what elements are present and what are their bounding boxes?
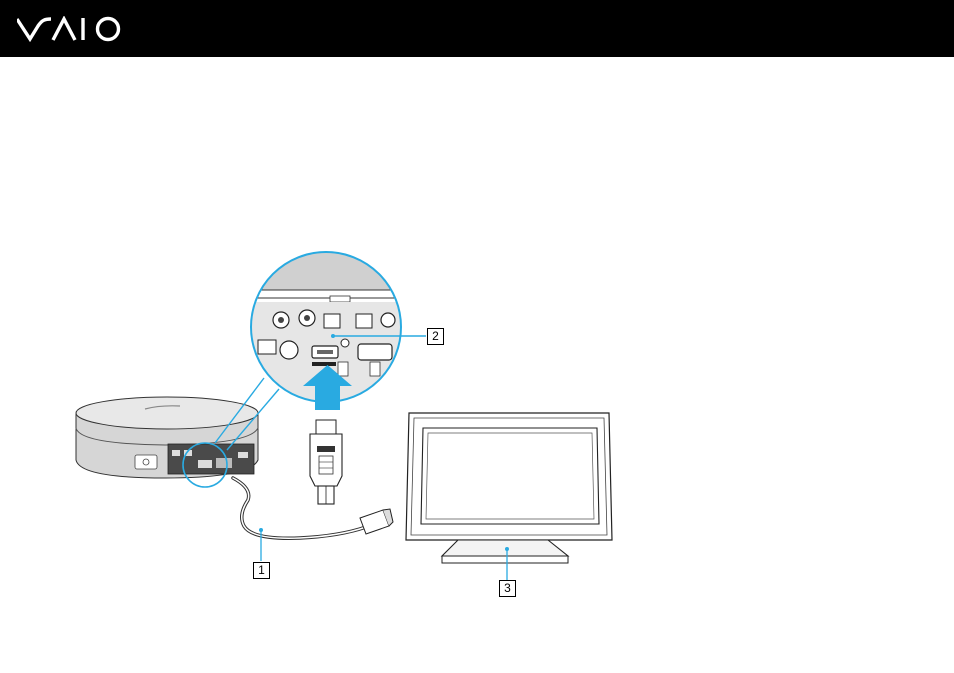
callout-label-2: 2 — [427, 328, 444, 345]
hdmi-cable-icon — [233, 478, 393, 561]
callout-label-3: 3 — [499, 580, 516, 597]
computer-icon — [76, 397, 258, 487]
tv-monitor-icon — [406, 413, 612, 580]
callout-label-1: 1 — [253, 562, 270, 579]
hdmi-plug-icon — [310, 420, 342, 504]
